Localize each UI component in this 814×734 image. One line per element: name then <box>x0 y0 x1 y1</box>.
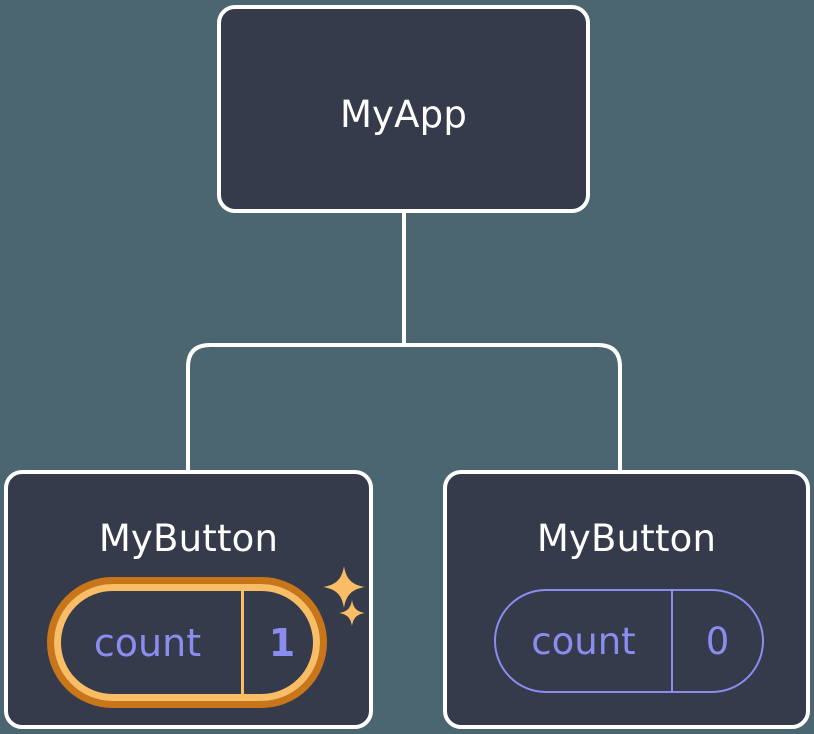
node-card-mybutton-left[interactable]: MyButton count 1 <box>4 470 373 729</box>
state-value-label-right: 0 <box>671 591 762 691</box>
state-pill-wrapper-right: count 0 <box>494 589 764 693</box>
state-pill-count-inactive[interactable]: count 0 <box>494 589 764 693</box>
state-value-label-left: 1 <box>241 584 320 701</box>
node-card-myapp[interactable]: MyApp <box>217 5 590 213</box>
node-title-mybutton-right: MyButton <box>536 517 717 560</box>
sparkle-large-icon <box>323 566 365 608</box>
state-pill-wrapper-left: count 1 <box>47 577 327 708</box>
state-pill-count-active[interactable]: count 1 <box>47 577 327 708</box>
node-title-mybutton-left: MyButton <box>98 517 279 560</box>
node-title-myapp: MyApp <box>339 93 468 136</box>
state-key-label-left: count <box>93 620 202 665</box>
connector-child-bus <box>186 343 622 470</box>
state-key-label-right: count <box>531 619 636 663</box>
sparkle-small-icon <box>339 600 365 626</box>
node-card-mybutton-right[interactable]: MyButton count 0 <box>443 470 810 729</box>
